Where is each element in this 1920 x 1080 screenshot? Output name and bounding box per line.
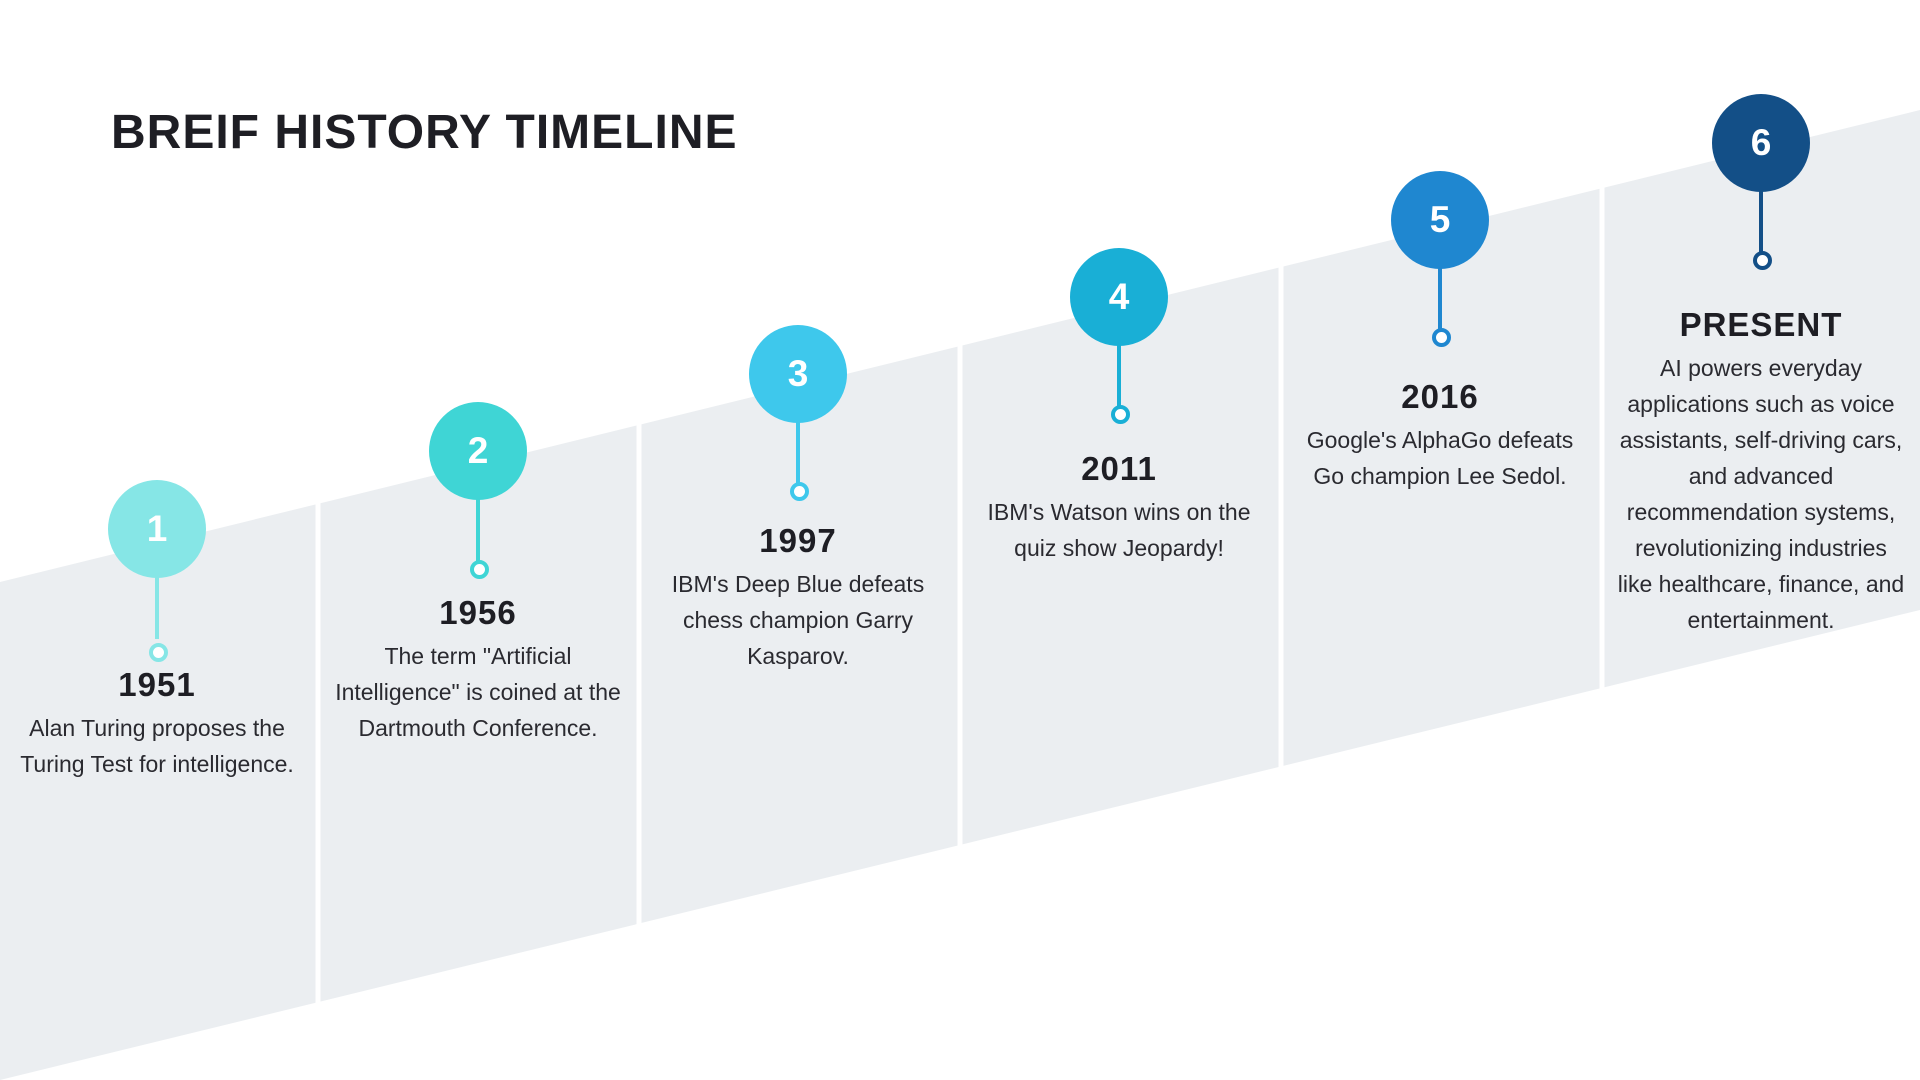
connector-line (796, 422, 800, 484)
milestone-year: 2016 (1401, 378, 1479, 415)
milestone-number-badge: 1 (108, 480, 206, 578)
milestone-number-badge: 6 (1712, 94, 1810, 192)
connector-line (476, 499, 480, 561)
milestone-description: Google's AlphaGo defeats Go champion Lee… (1306, 427, 1574, 489)
connector-line (155, 577, 159, 639)
milestone-description: IBM's Deep Blue defeats chess champion G… (671, 571, 925, 669)
connector-line (1117, 345, 1121, 407)
connector-line (1759, 191, 1763, 253)
milestone-description: AI powers everyday applications such as … (1617, 355, 1905, 633)
milestone-year: 2011 (1081, 450, 1157, 487)
milestone-year: 1951 (118, 666, 196, 703)
connector-line (1438, 268, 1442, 330)
milestone-description: IBM's Watson wins on the quiz show Jeopa… (987, 499, 1251, 561)
connector-dot (1111, 405, 1130, 424)
connector-dot (470, 560, 489, 579)
milestone-year: PRESENT (1679, 306, 1843, 343)
connector-dot (149, 643, 168, 662)
page-title: BREIF HISTORY TIMELINE (111, 106, 738, 159)
milestone-number-badge: 4 (1070, 248, 1168, 346)
milestone-description: The term "Artificial Intelligence" is co… (335, 643, 621, 741)
milestone-number-badge: 2 (429, 402, 527, 500)
connector-dot (1753, 251, 1772, 270)
connector-dot (790, 482, 809, 501)
connector-dot (1432, 328, 1451, 347)
milestone-description: Alan Turing proposes the Turing Test for… (20, 715, 294, 777)
milestone-year: 1997 (759, 522, 837, 559)
milestone-number-badge: 5 (1391, 171, 1489, 269)
milestone-year: 1956 (439, 594, 517, 631)
milestone-number-badge: 3 (749, 325, 847, 423)
